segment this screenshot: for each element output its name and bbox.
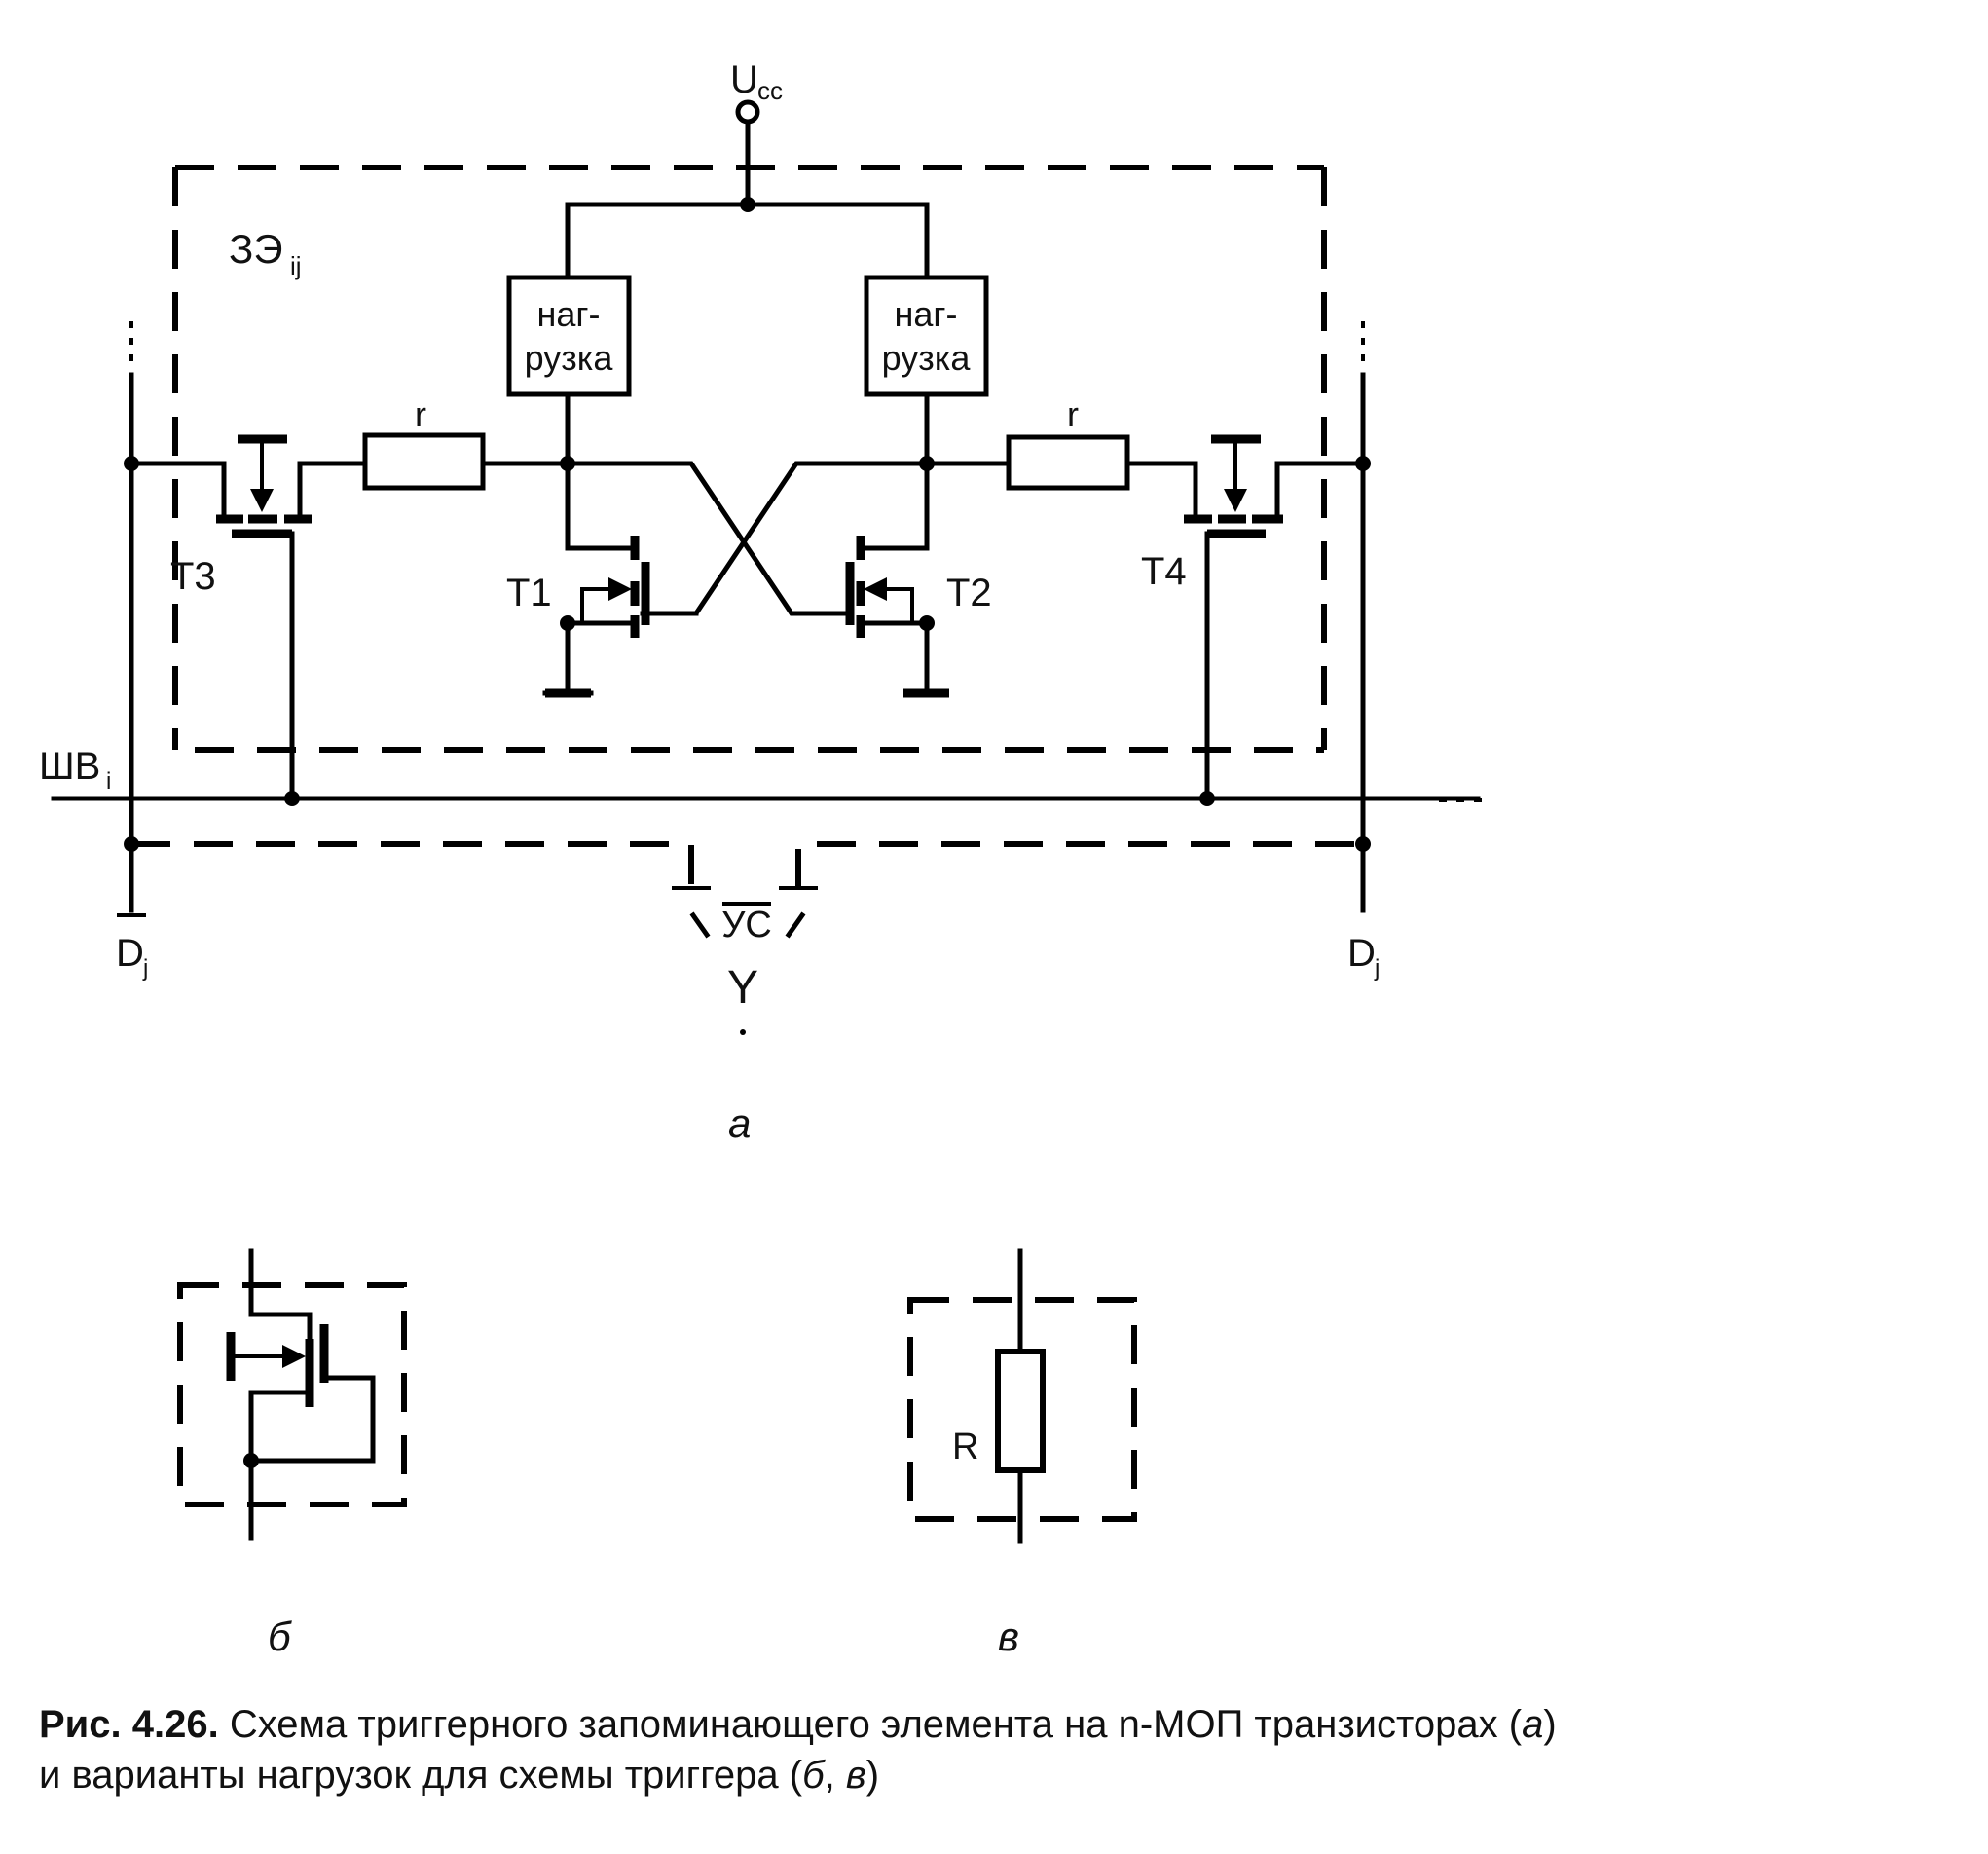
cell-subscript: ij <box>290 251 302 280</box>
caption-ref-c: в <box>845 1754 866 1797</box>
caption-sep: , <box>824 1754 846 1797</box>
bit-bar-label: D <box>116 932 144 975</box>
word-line-subscript: i <box>106 768 111 795</box>
load-right-line2: рузка <box>882 338 972 378</box>
word-line-label: ШВ <box>39 745 100 788</box>
load-right-line1: наг- <box>894 294 957 334</box>
word-node-left <box>284 791 300 806</box>
caption-line2-text: и варианты нагрузок для схемы триггера ( <box>39 1754 803 1797</box>
b-source <box>248 1390 313 1541</box>
amp-sides <box>689 911 806 939</box>
amp-connection <box>131 841 1363 888</box>
bit-bar-subscript: j <box>142 955 148 982</box>
caption-number: Рис. 4.26. <box>39 1703 219 1746</box>
supply-label: U <box>730 58 758 101</box>
panel-b-label: б <box>268 1613 292 1659</box>
r-left-label: r <box>415 394 426 434</box>
cell-boundary <box>172 165 1327 753</box>
caption-ref-a: а <box>1522 1703 1544 1746</box>
cell-label: ЗЭ <box>229 226 283 272</box>
caption-text: Схема триггерного запоминающего элемента… <box>218 1703 1523 1746</box>
r-right <box>1006 434 1130 491</box>
r-right-label: r <box>1067 394 1079 434</box>
panel-c-label: в <box>998 1613 1019 1659</box>
transistor-t4 <box>1184 434 1366 801</box>
b-gate-tie <box>248 1375 376 1464</box>
t1-label: T1 <box>506 572 552 614</box>
load-left-line1: наг- <box>536 294 600 334</box>
t3-label: T3 <box>170 555 216 598</box>
bit-subscript: j <box>1374 955 1380 982</box>
load-left-line2: рузка <box>525 338 614 378</box>
c-resistor-label: R <box>952 1427 978 1467</box>
figure-caption: Рис. 4.26. Схема триггерного запоминающе… <box>39 1699 1976 1800</box>
t2-label: T2 <box>946 572 992 614</box>
circuit-figure: U cc ЗЭ ij наг- рузка наг- рузка r r <box>39 58 1482 1659</box>
amp-node-right <box>1355 836 1371 852</box>
transistor-t2 <box>793 536 949 698</box>
output-label: Y <box>727 962 758 1014</box>
caption-ref-b: б <box>802 1754 825 1797</box>
bit-bar-node <box>124 456 139 471</box>
c-boundary <box>907 1297 1137 1522</box>
diagram-a: U cc ЗЭ ij наг- рузка наг- рузка r r <box>39 58 1482 1146</box>
amp-label: УС <box>721 905 772 946</box>
supply-terminal <box>735 99 760 125</box>
caption-line-1: Рис. 4.26. Схема триггерного запоминающе… <box>39 1699 1976 1750</box>
caption-text-end: ) <box>1543 1703 1557 1746</box>
r-left <box>362 432 486 491</box>
bit-label: D <box>1347 932 1376 975</box>
output-dot <box>740 1029 746 1035</box>
b-boundary <box>177 1282 407 1507</box>
transistor-t1 <box>542 536 699 698</box>
supply-node <box>740 197 755 212</box>
c-resistor <box>995 1349 1046 1473</box>
transistor-t3 <box>129 434 312 801</box>
t4-label: T4 <box>1141 550 1187 593</box>
b-drain <box>248 1248 313 1342</box>
diagram-c: R в <box>907 1248 1137 1659</box>
panel-a-label: а <box>728 1100 751 1146</box>
caption-line-2: и варианты нагрузок для схемы триггера (… <box>39 1750 1976 1800</box>
diagram-b: б <box>177 1248 407 1659</box>
caption-end: ) <box>865 1754 880 1797</box>
supply-subscript: cc <box>757 76 783 105</box>
b-node <box>243 1453 259 1468</box>
word-node-right <box>1199 791 1215 806</box>
node-verticals <box>565 391 930 551</box>
bit-node <box>1355 456 1371 471</box>
